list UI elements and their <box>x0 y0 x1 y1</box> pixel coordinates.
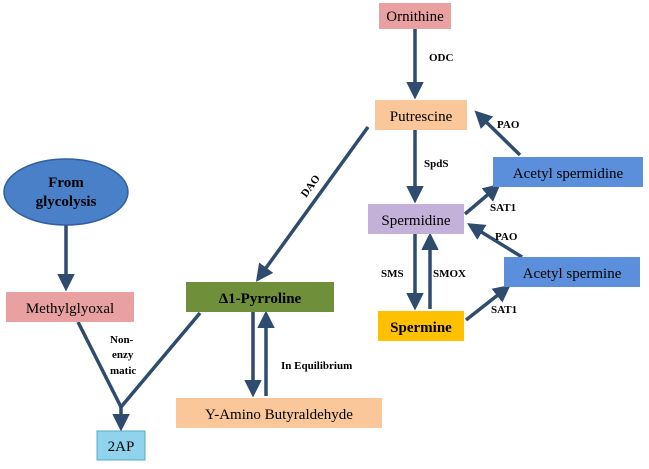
label-pao-top: PAO <box>497 119 520 131</box>
label-non-enzymatic-3: matic <box>110 365 136 377</box>
node-putrescine: Putrescine <box>375 100 467 130</box>
label-sat1-top: SAT1 <box>490 202 516 214</box>
label-in-equilibrium: In Equilibrium <box>281 360 352 372</box>
label-sat1-bottom: SAT1 <box>491 304 517 316</box>
label-spds: SpdS <box>424 158 448 170</box>
node-from-glycolysis: From glycolysis <box>3 158 129 226</box>
node-ornithine: Ornithine <box>379 3 451 29</box>
node-amino-butyraldehyde-label: Y-Amino Butyraldehyde <box>205 407 353 423</box>
node-acetyl-spermidine: Acetyl spermidine <box>493 157 643 187</box>
node-acetyl-spermidine-label: Acetyl spermidine <box>513 166 624 182</box>
node-spermidine-label: Spermidine <box>381 213 450 229</box>
label-smox: SMOX <box>433 268 466 280</box>
node-methylglyoxal-label: Methylglyoxal <box>26 301 114 317</box>
node-spermine: Spermine <box>378 311 464 341</box>
label-sms: SMS <box>381 268 404 280</box>
node-acetyl-spermine: Acetyl spermine <box>504 257 640 287</box>
arrow-spermine-to-acetyl-spermine <box>464 284 511 322</box>
arrow-spermidine-to-acetyl-spermidine <box>463 183 501 216</box>
line-methylglyoxal-to-junction <box>76 321 123 408</box>
node-spermine-label: Spermine <box>390 320 452 336</box>
label-non-enzymatic-2: enzy <box>112 349 134 361</box>
arrow-acetyl-spermine-to-spermidine <box>467 223 523 259</box>
node-pyrroline: Δ1-Pyrroline <box>186 282 334 312</box>
node-spermidine: Spermidine <box>368 204 464 234</box>
node-amino-butyraldehyde: Y-Amino Butyraldehyde <box>176 398 382 428</box>
node-glycolysis-line1: From <box>48 175 84 191</box>
label-odc: ODC <box>429 52 454 64</box>
node-glycolysis-line2: glycolysis <box>36 194 97 210</box>
node-putrescine-label: Putrescine <box>390 109 453 125</box>
node-pyrroline-label: Δ1-Pyrroline <box>219 291 302 307</box>
node-ornithine-label: Ornithine <box>386 9 444 25</box>
label-non-enzymatic-1: Non- <box>110 334 134 346</box>
arrows <box>57 29 523 432</box>
node-2ap-label: 2AP <box>108 439 135 455</box>
line-pyrroline-to-junction <box>119 311 202 409</box>
arrow-putrescine-to-pyrroline <box>255 125 370 282</box>
node-acetyl-spermine-label: Acetyl spermine <box>523 266 622 282</box>
node-2ap: 2AP <box>96 430 146 461</box>
label-pao-mid: PAO <box>495 231 518 243</box>
node-methylglyoxal: Methylglyoxal <box>6 292 134 322</box>
arrow-acetyl-spermidine-to-putrescine <box>474 110 522 157</box>
